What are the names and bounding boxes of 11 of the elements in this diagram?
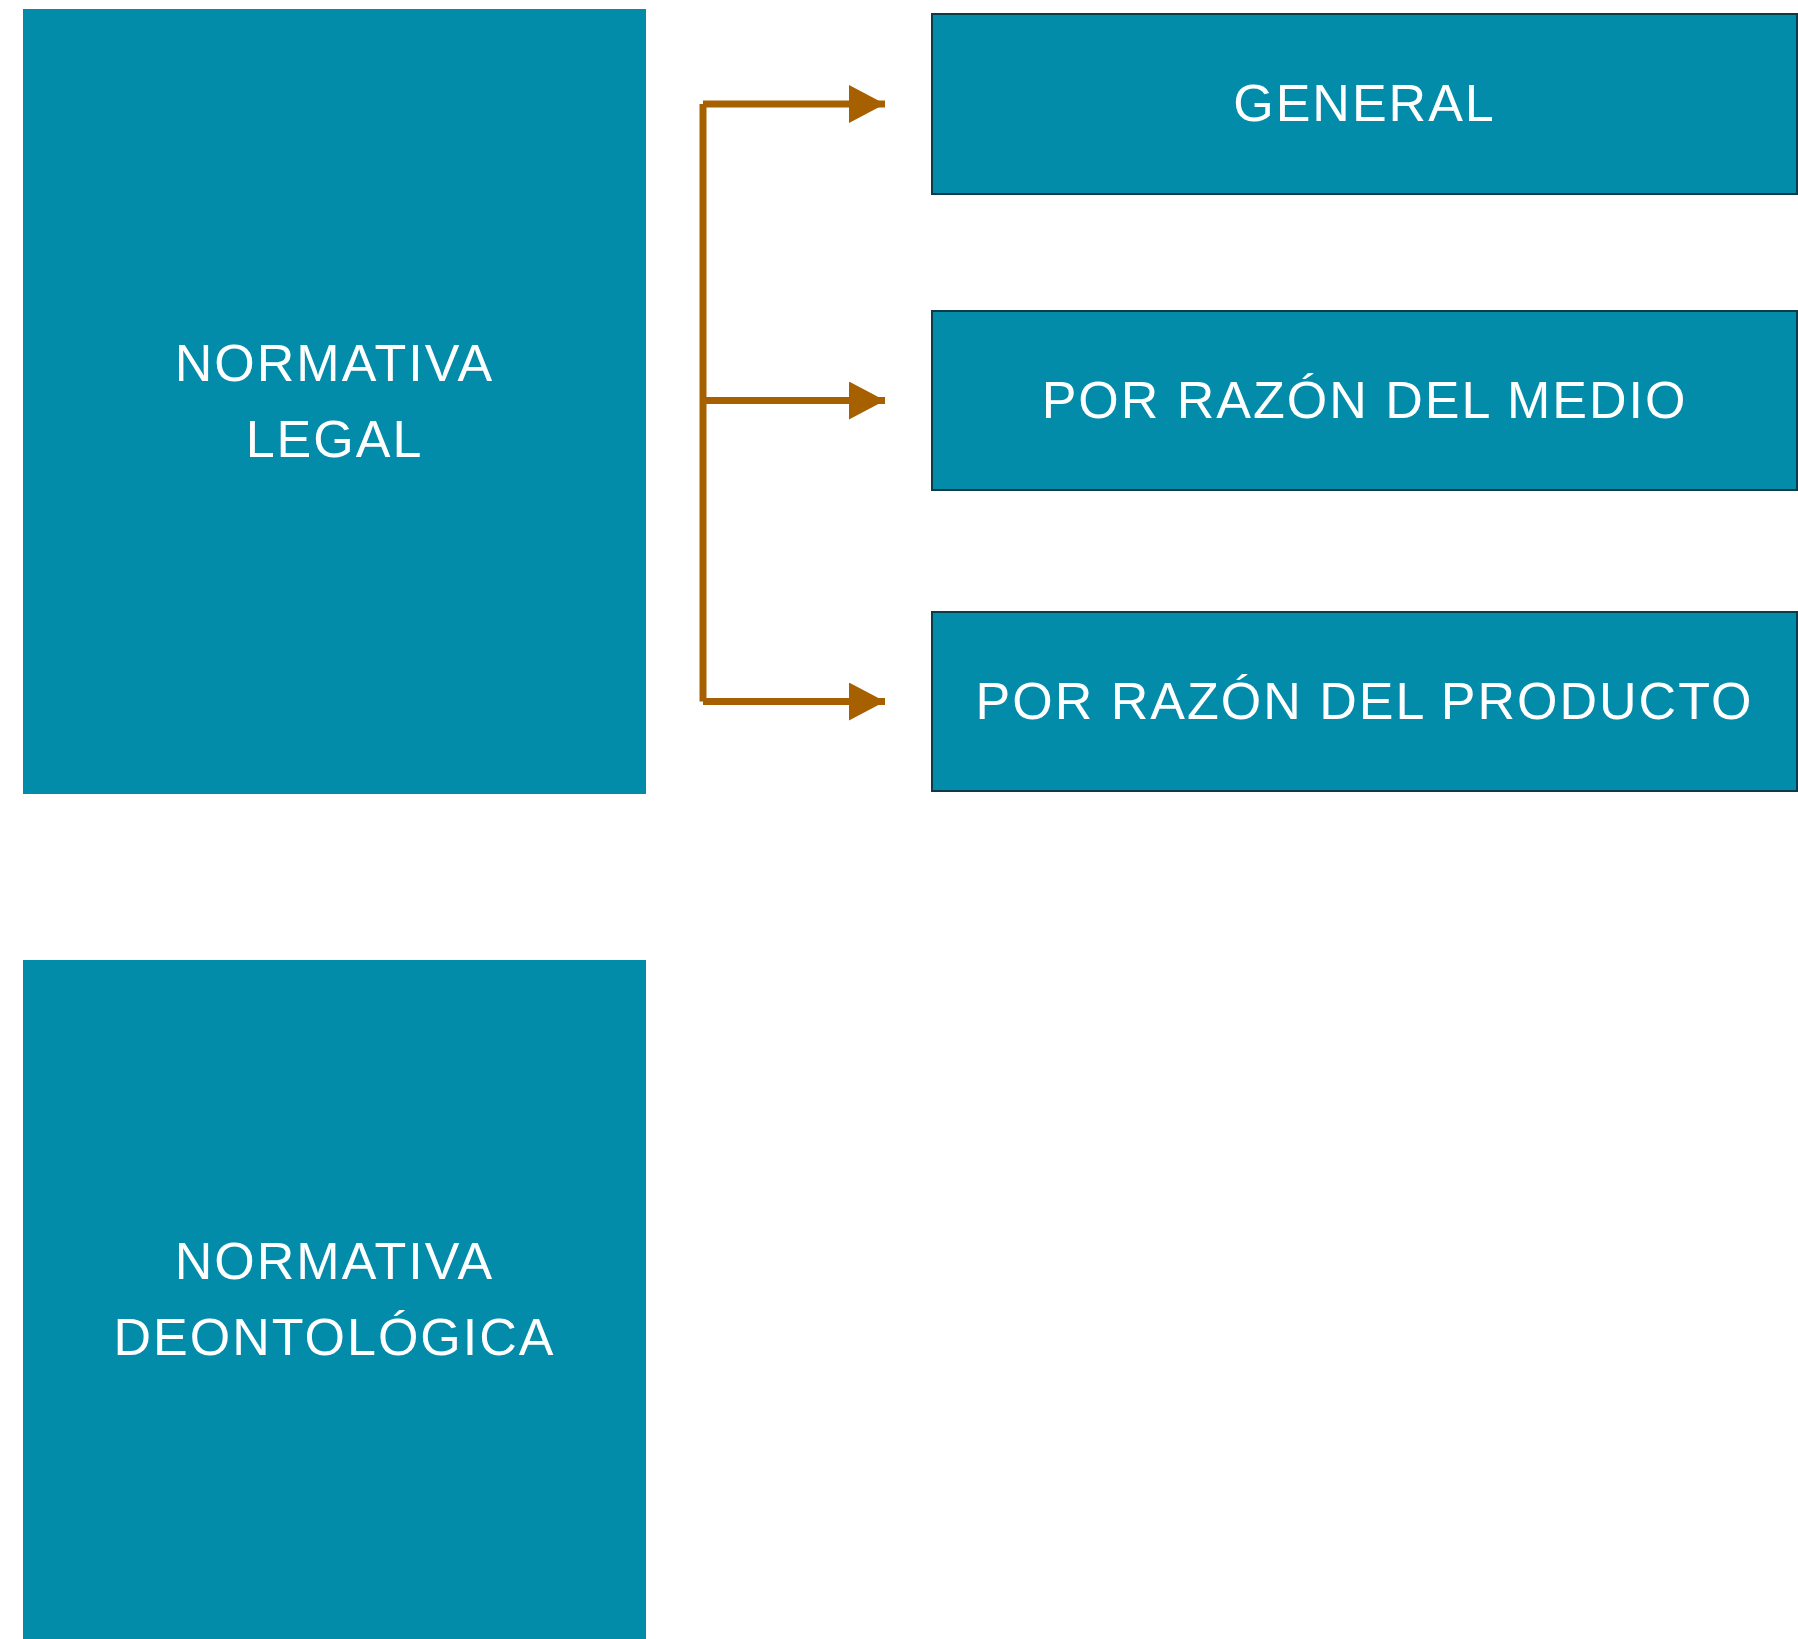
box-label: NORMATIVA DEONTOLÓGICA [112, 1231, 557, 1368]
box-label: NORMATIVA LEGAL [173, 333, 496, 470]
concept-box [931, 611, 1798, 792]
concept-box [23, 960, 646, 1639]
box-label: POR RAZÓN DEL MEDIO [1041, 369, 1688, 431]
concept-box [931, 310, 1798, 491]
concept-box [931, 13, 1798, 195]
box-label: POR RAZÓN DEL PRODUCTO [975, 670, 1754, 732]
bracket-line [699, 104, 707, 702]
box-label: GENERAL [1233, 73, 1496, 135]
concept-box [23, 9, 646, 794]
